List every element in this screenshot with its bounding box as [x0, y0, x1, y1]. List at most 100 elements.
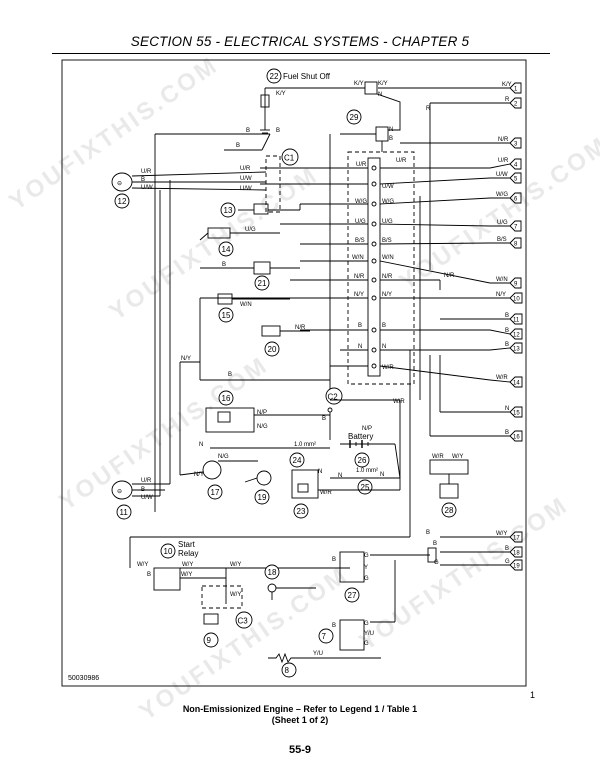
terminal-number: 14	[513, 381, 520, 387]
terminal-code: B	[505, 430, 509, 436]
wire-label: N/Y	[194, 472, 204, 478]
caption-line-2: (Sheet 1 of 2)	[271, 715, 329, 725]
connector-label: C3	[238, 617, 249, 626]
terminal: U/W 5	[490, 172, 522, 184]
sheet-marker: 1	[530, 690, 536, 700]
component-label: Relay	[178, 549, 198, 558]
terminal-number: 2	[514, 102, 518, 108]
connector-label: C2	[328, 393, 339, 402]
terminal-number: 9	[514, 282, 518, 288]
wire-label: G	[434, 560, 439, 566]
caption-line-1: Non-Emissionized Engine – Refer to Legen…	[182, 704, 418, 714]
wire-label: W/Y	[137, 562, 148, 568]
component-number: 21	[258, 279, 267, 288]
connector-label: C1	[284, 154, 295, 163]
wire-label: B	[228, 372, 232, 378]
terminal: B 11	[440, 313, 523, 325]
component-number: 13	[224, 206, 233, 215]
wire-label: Y/U	[364, 631, 374, 637]
component-number: 27	[348, 591, 357, 600]
bus-row: N/Y N/Y	[200, 292, 490, 301]
wire-label: B	[222, 262, 226, 268]
component-27: B G Y G B G 27	[332, 541, 439, 603]
bus-row-right: W/R	[382, 365, 394, 371]
bus-row: B/S B/S	[300, 238, 491, 247]
terminal-code: W/G	[496, 192, 508, 198]
wire-label: Y/U	[313, 651, 323, 657]
wire-label: N	[199, 442, 203, 448]
start-relay-10: Start 10 Relay W/Y B W/Y W/Y W/Y	[137, 540, 350, 604]
wire-label: B	[276, 128, 280, 134]
terminal: W/R 14	[489, 375, 523, 388]
terminal: U/R 4	[489, 158, 522, 170]
component-number: 29	[350, 113, 359, 122]
component-20: N/R 20	[261, 325, 310, 357]
terminal-number: 15	[513, 411, 520, 417]
wire-label: N/G	[257, 424, 268, 430]
bus-row: U/W	[260, 177, 491, 190]
component-number: 12	[118, 197, 127, 206]
bus-row-left: B	[358, 323, 362, 329]
wire-label: B	[147, 572, 151, 578]
wire-label: B	[236, 143, 240, 149]
wire-label: W/Y	[182, 562, 193, 568]
wire-label: N	[380, 472, 384, 478]
terminal: W/Y 17	[440, 531, 523, 543]
terminal-code: U/R	[498, 158, 509, 164]
wire-label: K/Y	[354, 81, 364, 87]
terminal-number: 5	[514, 177, 518, 183]
component-15: W/N 15	[217, 293, 290, 323]
component-18: 18	[264, 564, 316, 600]
wire-label: U/W	[141, 185, 153, 191]
wire-label: B	[332, 623, 336, 629]
page-number: 55-9	[288, 744, 312, 756]
component-number: 20	[268, 345, 277, 354]
wire-label: N/G	[218, 454, 229, 460]
bus-row: W/N W/N	[300, 255, 491, 284]
wire-label: W/N	[240, 302, 252, 308]
bus-row-right: U/R	[396, 158, 407, 164]
bus-row: W/R	[330, 363, 491, 381]
wire-label: N	[338, 473, 342, 479]
bus-row-right: U/W	[382, 184, 394, 190]
terminal: K/Y 1	[378, 82, 522, 94]
component-number: 8	[285, 666, 290, 675]
terminal: W/N 9	[490, 277, 522, 289]
terminal-number: 4	[514, 163, 518, 169]
bus-row-right: N/R	[382, 274, 393, 280]
terminal-code: U/W	[496, 172, 508, 178]
component-number: 7	[322, 632, 327, 641]
terminal-code: W/R	[496, 375, 508, 381]
terminal: B/S 8	[490, 237, 522, 249]
component-label: Battery	[348, 432, 373, 441]
terminal-code: G	[505, 559, 510, 565]
header-divider	[52, 53, 550, 54]
terminal-code: B	[505, 328, 509, 334]
component-13: 13	[220, 202, 301, 218]
wire-label: U/R	[141, 478, 152, 484]
bus-row-left: N/Y	[354, 292, 364, 298]
wire-label: U/G	[245, 227, 256, 233]
terminal-number: 3	[514, 142, 518, 148]
drawing-number: 50030986	[68, 675, 99, 682]
fuse-24: N 1.0 mm² 24	[199, 442, 330, 468]
component-number: 15	[222, 311, 231, 320]
component-28: W/R W/Y 28	[429, 454, 469, 518]
bus-row-left: N	[358, 344, 362, 350]
terminal-number: 18	[513, 551, 520, 557]
bus-row-right: N/Y	[382, 292, 392, 298]
terminal: N 15	[439, 355, 523, 418]
battery-26: Battery N/P 26	[340, 426, 401, 479]
terminal: N/Y 10	[490, 292, 523, 304]
wire-label: U/W	[240, 176, 252, 182]
wire-label: U/W	[240, 186, 252, 192]
wire-label: G	[364, 553, 369, 559]
component-21: B 21	[200, 261, 300, 291]
section-header: SECTION 55 - ELECTRICAL SYSTEMS - CHAPTE…	[130, 34, 470, 49]
wire-label: K/Y	[378, 81, 388, 87]
wire-label: N/Y	[181, 356, 191, 362]
component-number: 18	[268, 568, 277, 577]
bus-row: W/G W/G	[300, 197, 491, 207]
terminal-code: B	[505, 313, 509, 319]
